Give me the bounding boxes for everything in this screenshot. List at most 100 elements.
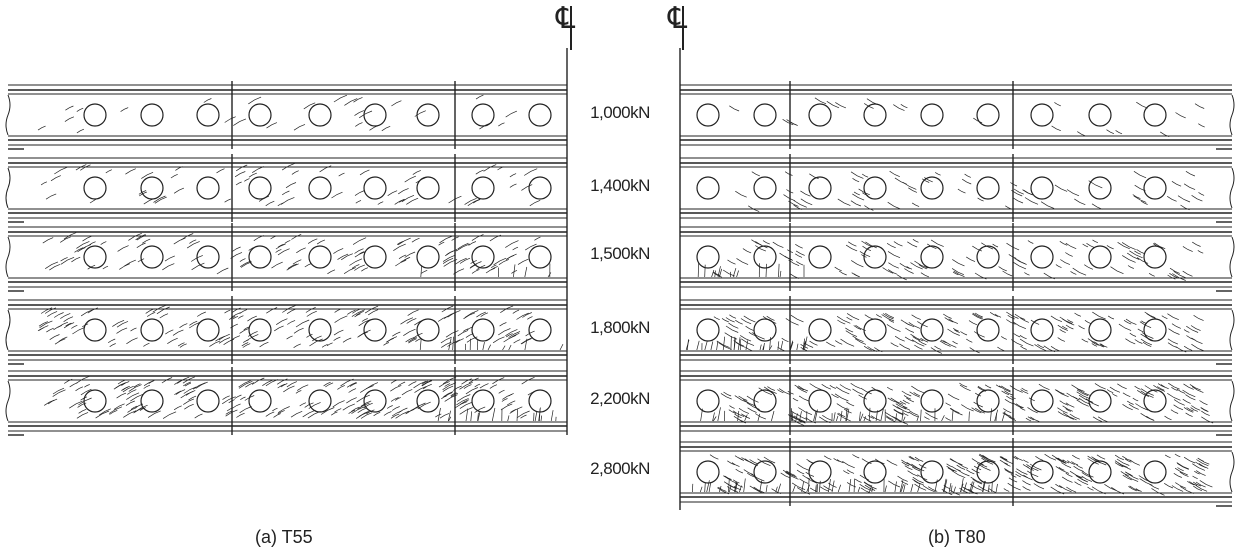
flexural-crack [813, 410, 817, 422]
crack-line [729, 105, 740, 112]
crack-line [973, 465, 982, 471]
crack-line [354, 264, 366, 271]
crack-line [266, 122, 278, 129]
crack-line [147, 311, 156, 317]
crack-line [729, 405, 735, 409]
flexural-crack [706, 480, 710, 493]
crack-line [499, 322, 507, 327]
crack-line [1014, 257, 1025, 264]
web-opening [753, 389, 777, 413]
crack-line [734, 395, 749, 404]
crack-line [244, 395, 255, 401]
crack-line [861, 240, 874, 248]
crack-pattern [729, 97, 1205, 138]
crack-line [1026, 464, 1039, 472]
crack-line [772, 241, 784, 248]
crack-line [913, 392, 920, 397]
crack-line [1134, 250, 1141, 255]
crack-line [1085, 398, 1094, 403]
crack-line [750, 461, 758, 467]
crack-line [1144, 311, 1156, 319]
crack-line [796, 463, 811, 472]
crack-line [240, 261, 252, 268]
crack-line [238, 380, 251, 388]
crack-line [1118, 323, 1132, 331]
flexural-crack [710, 341, 714, 351]
crack-line [108, 338, 116, 343]
crack-line [934, 345, 942, 350]
crack-line [454, 401, 468, 409]
flexural-crack [987, 484, 990, 493]
flexural-crack [735, 483, 738, 493]
crack-line [952, 271, 959, 276]
crack-line [225, 410, 233, 415]
crack-line [248, 172, 257, 178]
web-opening [471, 103, 495, 127]
flexural-crack [963, 482, 967, 493]
crack-line [876, 314, 882, 318]
crack-line [733, 416, 747, 423]
crack-line [1183, 456, 1196, 464]
crack-line [743, 399, 756, 407]
crack-line [1019, 407, 1026, 411]
crack-line [975, 392, 982, 397]
crack-line [1086, 243, 1095, 248]
crack-line [840, 338, 855, 347]
crack-line [902, 406, 911, 411]
crack-line [390, 397, 399, 402]
crack-line [966, 256, 976, 262]
crack-line [444, 383, 451, 387]
web-opening [1088, 389, 1112, 413]
crack-line [908, 322, 921, 329]
crack-line [789, 273, 800, 279]
crack-line [862, 192, 869, 197]
crack-line [489, 384, 498, 389]
crack-line [1185, 412, 1193, 417]
crack-line [809, 340, 818, 346]
web-opening [363, 245, 387, 269]
crack-pattern [44, 375, 557, 422]
crack-line [194, 413, 203, 419]
crack-line [76, 128, 85, 134]
crack-line [287, 263, 297, 269]
web-opening [416, 103, 440, 127]
flexural-crack [835, 415, 839, 422]
t80-beam-6 [680, 438, 1235, 507]
flexural-crack [745, 340, 749, 351]
crack-line [357, 402, 370, 410]
crack-line [854, 478, 862, 483]
crack-line [1129, 332, 1137, 337]
crack-line [845, 330, 858, 337]
crack-line [46, 327, 54, 333]
crack-line [1001, 336, 1007, 340]
crack-line [797, 385, 809, 392]
web-opening [83, 245, 107, 269]
crack-line [1201, 410, 1210, 416]
crack-line [890, 397, 904, 405]
crack-line [1186, 325, 1199, 333]
crack-line [1004, 399, 1014, 405]
crack-line [1057, 457, 1065, 462]
flexural-crack [790, 341, 794, 351]
crack-line [1186, 335, 1196, 341]
crack-line [793, 200, 807, 208]
flexural-crack [899, 480, 904, 493]
crack-line [307, 411, 321, 419]
crack-line [1015, 471, 1028, 479]
crack-line [1035, 456, 1044, 461]
crack-line [184, 403, 194, 410]
crack-line [745, 325, 754, 331]
crack-line [912, 476, 924, 484]
crack-line [799, 478, 809, 484]
crack-line [247, 315, 257, 322]
crack-line [396, 240, 404, 245]
crack-line [238, 380, 253, 389]
flexural-crack [547, 272, 552, 278]
crack-line [351, 309, 365, 317]
crack-line [1001, 390, 1010, 396]
crack-line [716, 340, 730, 348]
crack-line [512, 246, 519, 251]
crack-line [896, 406, 910, 414]
crack-line [349, 258, 363, 266]
